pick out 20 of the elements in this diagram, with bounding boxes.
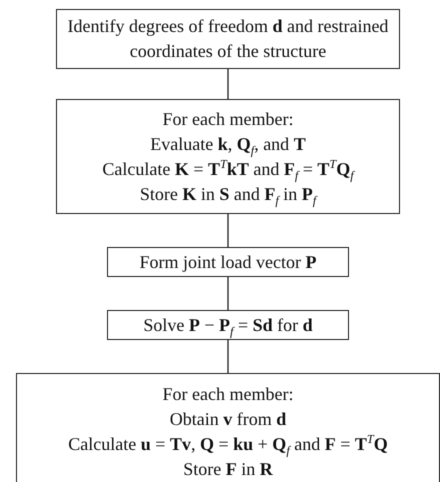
process-box	[56, 9, 400, 69]
process-box	[107, 310, 349, 340]
step-text: Obtain v from d	[170, 408, 286, 431]
connector-line	[227, 277, 229, 310]
step-heading: For each member:	[162, 108, 294, 130]
connector-line	[227, 214, 229, 247]
step-heading: For each member:	[162, 383, 294, 406]
connector-line	[227, 340, 229, 373]
step-text: Store F in R	[183, 458, 273, 481]
connector-line	[227, 69, 229, 99]
process-box	[107, 247, 349, 277]
step-text: Store K in S and F$_{f}$ in P$_{f}$	[140, 182, 316, 206]
process-box	[16, 373, 440, 482]
step-text: Calculate u = Tv, Q = ku + Q$_{f}$ and F = T$^{T}$Q	[68, 432, 388, 457]
step-text: Identify degrees of freedom d and restrained coordinates of the structure	[66, 15, 390, 63]
process-box	[56, 99, 400, 214]
step-text: Evaluate k, Q$_{f}$, and T	[150, 132, 306, 156]
step-text: Form joint load vector P	[140, 250, 316, 274]
step-text: Calculate K = T$^{T}$kT and F$_{f}$ = T$^{T}$Q$_{f}$	[102, 156, 354, 182]
step-text: Solve P − P$_{f}$ = Sd for d	[143, 314, 313, 338]
